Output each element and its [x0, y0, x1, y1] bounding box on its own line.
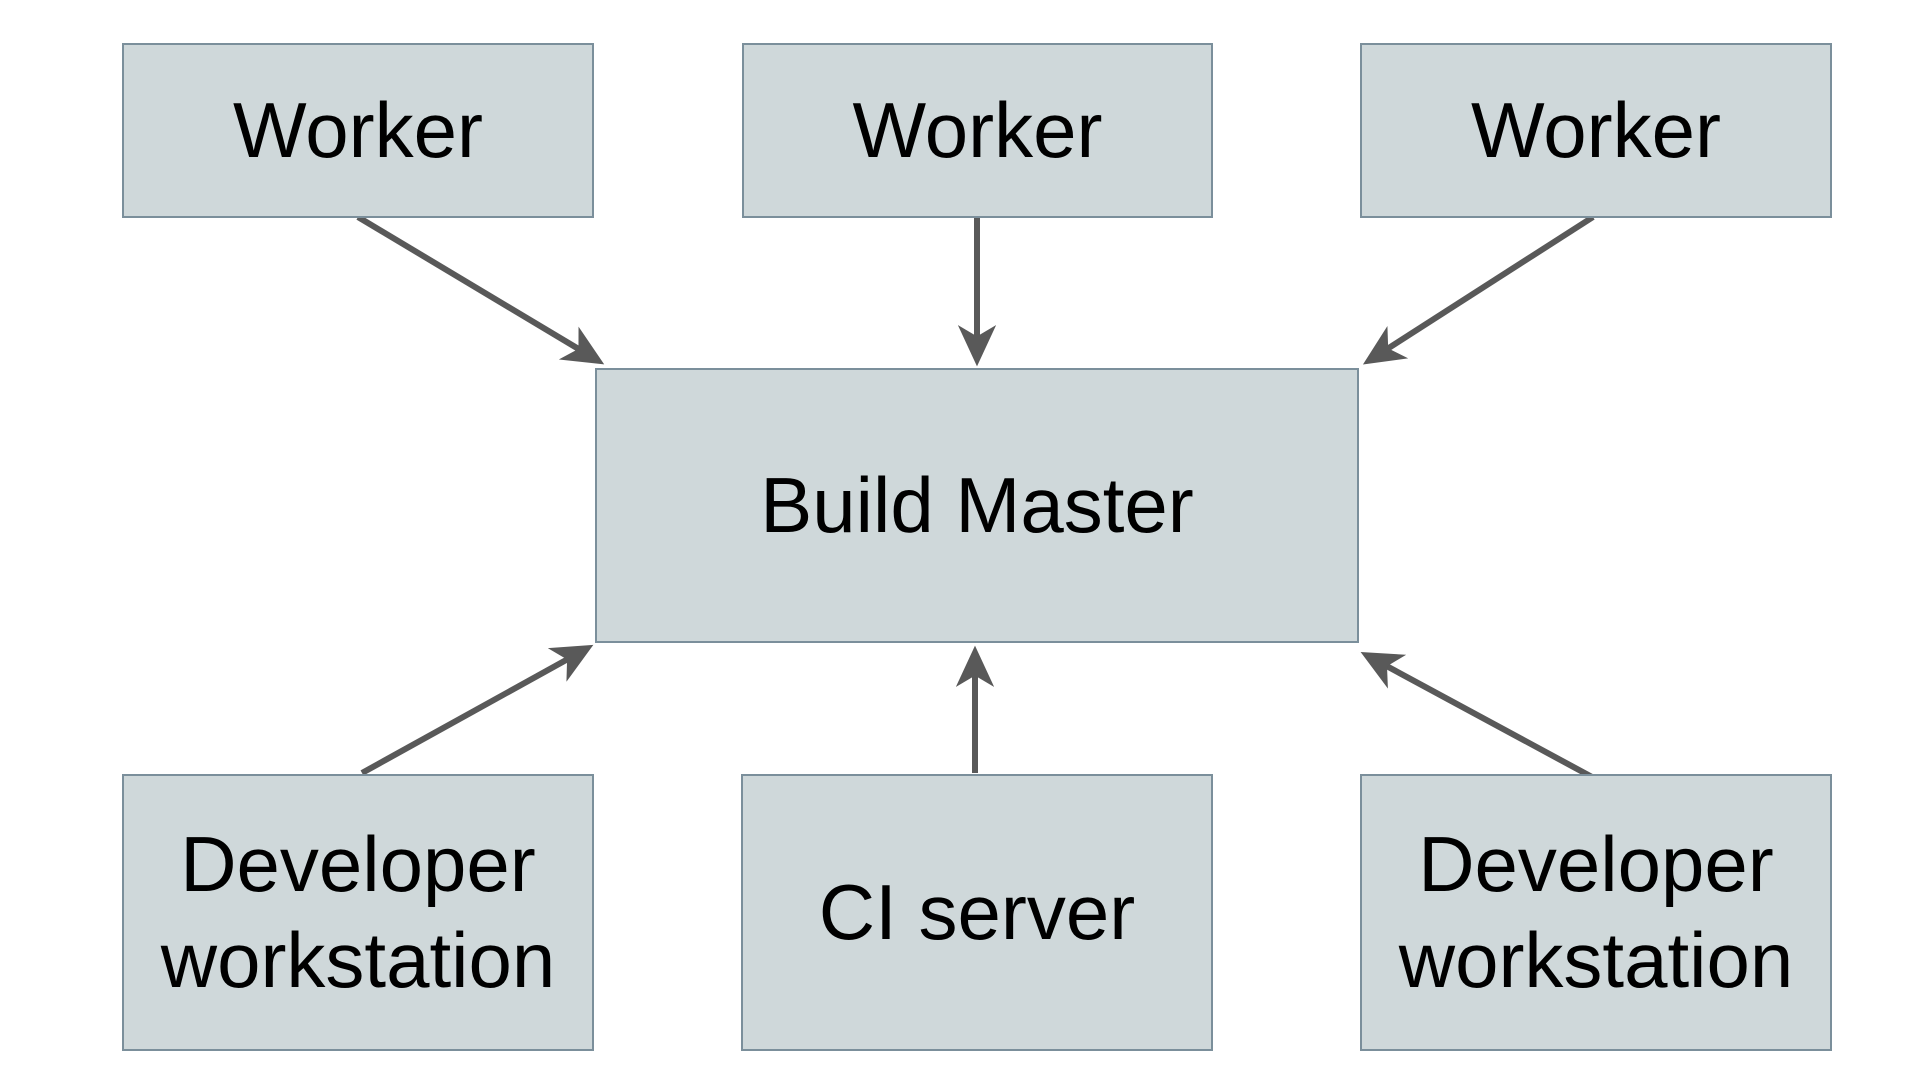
node-worker-1: Worker — [122, 43, 594, 218]
node-ci-server-label: CI server — [818, 867, 1136, 956]
node-build-master-label: Build Master — [760, 460, 1194, 549]
node-developer-workstation-1: Developer workstation — [122, 774, 594, 1051]
node-build-master: Build Master — [595, 368, 1359, 643]
arrow-devworkstation2-to-buildmaster — [1360, 652, 1594, 780]
node-worker-1-label: Worker — [233, 85, 483, 174]
node-worker-3: Worker — [1360, 43, 1832, 218]
arrow-worker3-to-buildmaster — [1362, 214, 1595, 365]
node-ci-server: CI server — [741, 774, 1213, 1051]
node-developer-workstation-2-label: Developer workstation — [1398, 820, 1794, 1004]
arrow-devworkstation1-to-buildmaster — [360, 644, 594, 776]
node-worker-2: Worker — [742, 43, 1213, 218]
node-developer-workstation-2: Developer workstation — [1360, 774, 1832, 1051]
node-worker-3-label: Worker — [1471, 85, 1721, 174]
node-worker-2-label: Worker — [852, 85, 1103, 174]
node-developer-workstation-1-label: Developer workstation — [160, 820, 556, 1004]
arrow-worker1-to-buildmaster — [356, 214, 605, 365]
